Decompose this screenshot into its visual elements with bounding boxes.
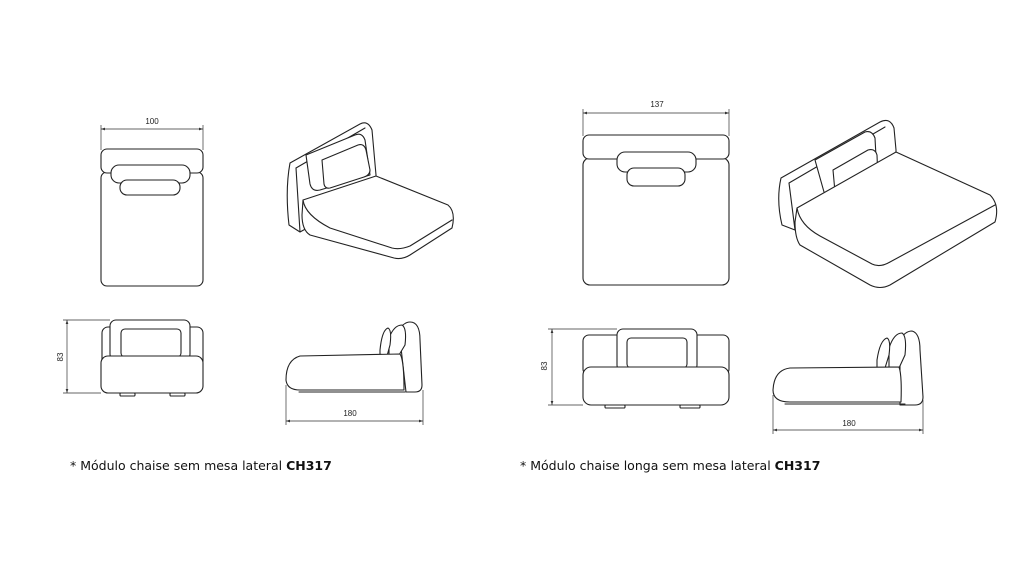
width-dimension-label: 137 xyxy=(650,100,664,109)
height-dimension-label: 83 xyxy=(56,352,65,361)
module-chaise-side-view: 180 xyxy=(285,321,424,425)
module-chaise-top-view: 100 xyxy=(100,117,204,287)
module-chaise-longa-iso-view xyxy=(778,119,998,289)
module-caption-chaise: * Módulo chaise sem mesa lateral CH317 xyxy=(70,458,332,473)
depth-dimension-label: 180 xyxy=(842,419,856,428)
module-chaise-iso-view xyxy=(286,122,454,260)
module-chaise-longa-top-view: 137 xyxy=(582,100,730,286)
module-chaise-longa-front-view: 83 xyxy=(540,328,730,409)
depth-dimension-label: 180 xyxy=(343,409,357,418)
module-chaise-longa-side-view: 180 xyxy=(772,330,924,434)
module-chaise-front-view: 83 xyxy=(56,319,204,397)
caption-text: * Módulo chaise longa sem mesa lateral xyxy=(520,458,771,473)
caption-code: CH317 xyxy=(286,458,332,473)
caption-code: CH317 xyxy=(774,458,821,473)
height-dimension-label: 83 xyxy=(540,361,549,370)
module-caption-chaise-longa: * Módulo chaise longa sem mesa lateral C… xyxy=(520,458,820,473)
width-dimension-label: 100 xyxy=(145,117,159,126)
caption-text: * Módulo chaise sem mesa lateral xyxy=(70,458,283,473)
